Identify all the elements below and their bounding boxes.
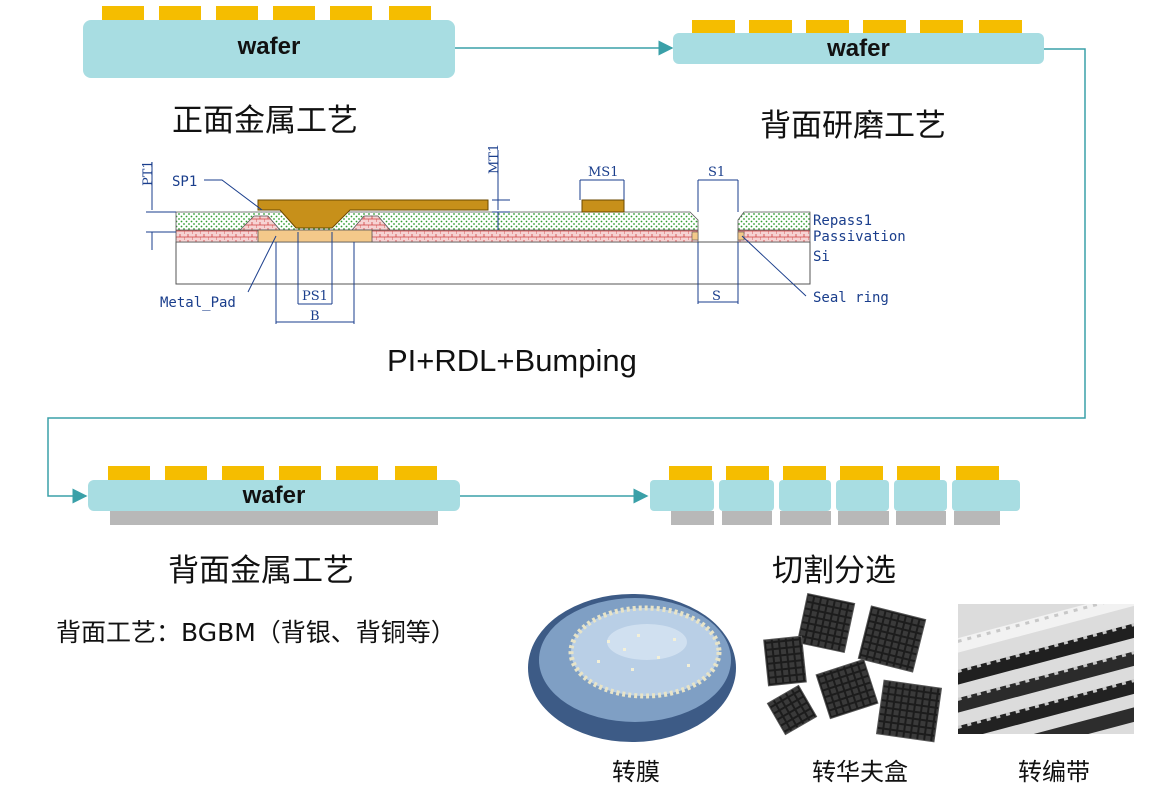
passivation-layer-left: [175, 229, 699, 243]
die: [836, 480, 889, 511]
bump: [336, 466, 378, 480]
bump: [216, 6, 258, 20]
seal-ring-label: Seal ring: [813, 290, 889, 306]
bump: [669, 466, 712, 480]
cross-section-title: PI+RDL+Bumping: [387, 343, 637, 378]
film-frame-photo: [527, 590, 737, 742]
wafer: wafer: [88, 480, 460, 511]
die: [952, 480, 1020, 511]
wafer: wafer: [83, 20, 455, 78]
repass1-label: Repass1: [813, 213, 872, 229]
sp1-label: SP1: [172, 174, 197, 190]
die: [779, 480, 831, 511]
bump: [222, 466, 264, 480]
ms1-label: MS1: [588, 165, 619, 180]
ps1-label: PS1: [302, 289, 328, 304]
si-label: Si: [813, 249, 830, 265]
packaging-label-film: 转膜: [612, 758, 660, 786]
front-metal-caption: 正面金属工艺: [172, 103, 358, 139]
wafer-label: wafer: [237, 33, 301, 60]
bump: [159, 6, 201, 20]
si-substrate: [175, 241, 811, 285]
bump: [395, 466, 437, 480]
s-label: S: [712, 289, 721, 304]
back-metal-caption: 背面金属工艺: [168, 553, 354, 589]
bump: [692, 20, 735, 33]
back-grinding-caption: 背面研磨工艺: [760, 108, 946, 144]
dicing-caption: 切割分选: [772, 553, 896, 589]
bump: [330, 6, 372, 20]
bump: [273, 6, 315, 20]
metal-pad-label: Metal_Pad: [160, 295, 236, 311]
pi-mound-right: [351, 215, 391, 231]
back-metal-segment: [780, 511, 831, 525]
back-metal-segment: [722, 511, 772, 525]
s1-label: S1: [708, 165, 725, 180]
die: [719, 480, 774, 511]
back-metal-segment: [896, 511, 946, 525]
bump: [979, 20, 1022, 33]
die: [650, 480, 714, 511]
pt1-label: PT1: [141, 160, 156, 186]
bump: [956, 466, 999, 480]
rdl-layer: [257, 199, 489, 229]
repass-layer-right: [737, 211, 811, 231]
die: [894, 480, 947, 511]
bump: [279, 466, 321, 480]
metal-pad: [257, 229, 373, 243]
bump: [389, 6, 431, 20]
back-metal-segment: [671, 511, 714, 525]
connector-backgrind-to-backmetal: [47, 48, 1086, 504]
waffle-pack-photo: [760, 592, 952, 744]
passivation-layer-right: [737, 229, 811, 243]
bump: [108, 466, 150, 480]
packaging-label-tape-reel: 转编带: [1018, 758, 1090, 786]
bump: [897, 466, 940, 480]
mt1-label: MT1: [487, 144, 502, 174]
wafer: wafer: [673, 33, 1044, 64]
packaging-label-waffle-pack: 转华夫盒: [812, 758, 908, 786]
seal-ring-right: [737, 231, 745, 241]
bump: [102, 6, 144, 20]
back-metal-layer: [110, 511, 438, 525]
cross-section-diagram: PT1 SP1 MT1 MS1 S1 Repass1 Passivation S…: [141, 144, 906, 324]
bump: [863, 20, 906, 33]
bump: [749, 20, 792, 33]
bump: [806, 20, 849, 33]
back-process-note: 背面工艺：BGBM（背银、背铜等）: [56, 618, 456, 647]
wafer-label: wafer: [827, 35, 890, 62]
bump: [920, 20, 963, 33]
bump: [840, 466, 883, 480]
back-metal-segment: [838, 511, 889, 525]
tape-reel-photo: [958, 604, 1134, 734]
bump: [726, 466, 769, 480]
wafer-label: wafer: [242, 482, 306, 509]
ms1-block: [581, 199, 625, 213]
seal-ring-left: [691, 231, 699, 241]
passivation-label: Passivation: [813, 229, 906, 245]
bump: [783, 466, 826, 480]
bump: [165, 466, 207, 480]
b-label: B: [310, 309, 320, 324]
back-metal-segment: [954, 511, 1000, 525]
